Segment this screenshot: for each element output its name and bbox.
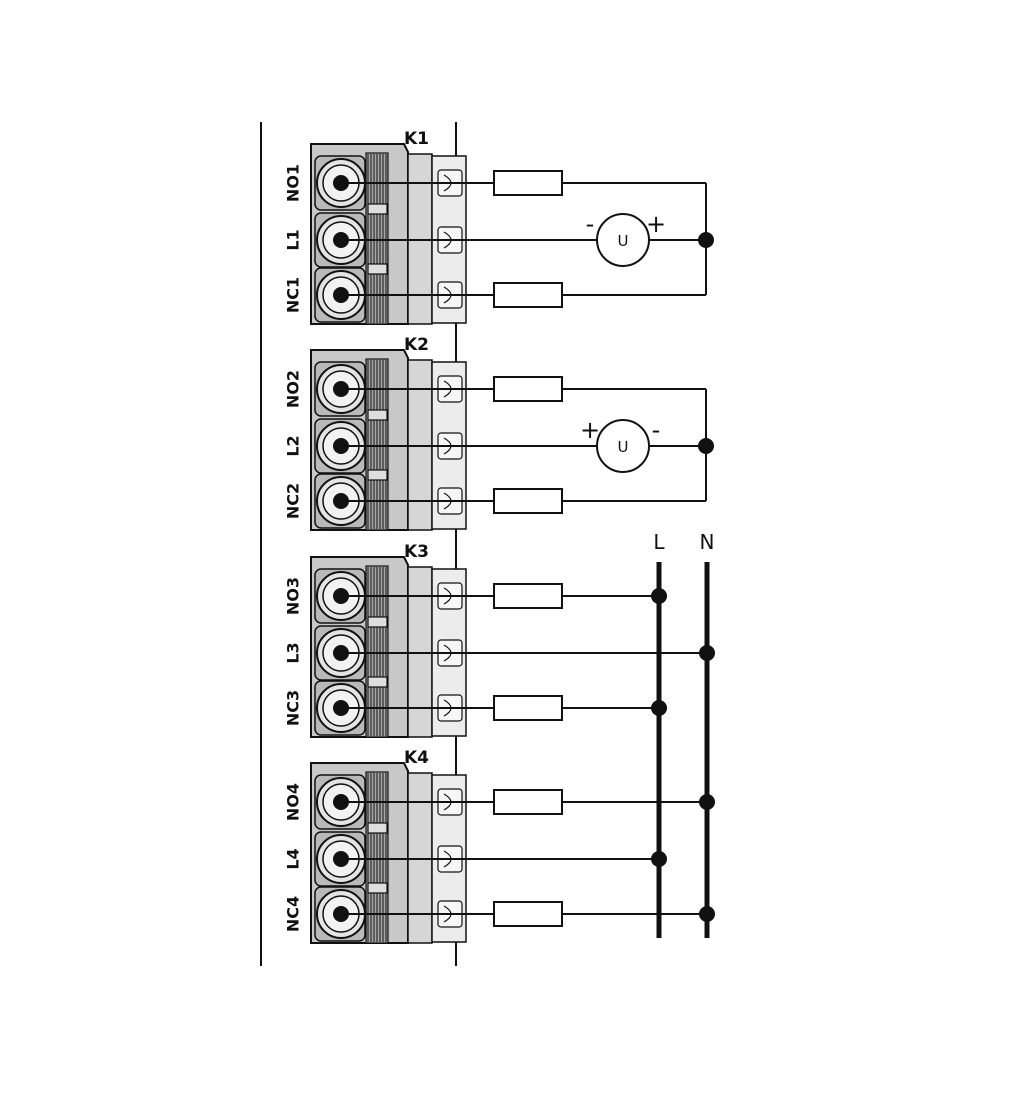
block-label: K2 (404, 335, 429, 355)
terminal-label: NC2 (284, 483, 303, 519)
rib-tab (367, 616, 388, 628)
terminal-label: L4 (284, 848, 303, 869)
wiring-k3 (341, 583, 715, 721)
block-label: K1 (404, 129, 429, 149)
rib-tab (367, 469, 388, 481)
rib-tab (367, 822, 388, 834)
terminal-label: NO2 (284, 370, 303, 408)
terminal-label: NO3 (284, 577, 303, 615)
polarity-left: + (580, 416, 600, 444)
rib-tab (367, 409, 388, 421)
external-wiring: U - + U + - (341, 170, 715, 927)
terminal-label: NC1 (284, 277, 303, 313)
polarity-right: - (652, 416, 661, 444)
load-no (493, 170, 563, 196)
voltmeter-label: U (618, 232, 629, 250)
terminal-label: NC3 (284, 690, 303, 726)
voltmeter-label: U (618, 438, 629, 456)
rib-tab (367, 882, 388, 894)
rib-tab (367, 203, 388, 215)
voltmeter (596, 419, 650, 473)
terminal-label: L3 (284, 642, 303, 663)
wiring-k1: U - + (341, 170, 714, 308)
load (493, 695, 563, 721)
mains-bus: L N (653, 530, 714, 938)
load-nc (493, 282, 563, 308)
block-label: K3 (404, 542, 429, 562)
rib-tab (367, 263, 388, 275)
terminal-label: NO4 (284, 783, 303, 821)
block-label: K4 (404, 748, 429, 768)
polarity-left: - (586, 210, 595, 238)
junction-dot (698, 232, 714, 248)
terminal-label: NO1 (284, 164, 303, 202)
terminal-label: NC4 (284, 896, 303, 932)
terminal-label: L2 (284, 435, 303, 456)
junction-dot (698, 438, 714, 454)
polarity-right: + (646, 210, 666, 238)
bus-label-neutral: N (700, 530, 715, 554)
load-no (493, 376, 563, 402)
load (493, 583, 563, 609)
rib-tab (367, 676, 388, 688)
load (493, 789, 563, 815)
terminal-label: L1 (284, 229, 303, 250)
voltmeter (596, 213, 650, 267)
bus-bars (656, 562, 710, 938)
bus-label-line: L (653, 530, 665, 554)
load (493, 901, 563, 927)
wiring-k4 (341, 789, 715, 927)
load-nc (493, 488, 563, 514)
wiring-k2: U + - (341, 376, 714, 514)
